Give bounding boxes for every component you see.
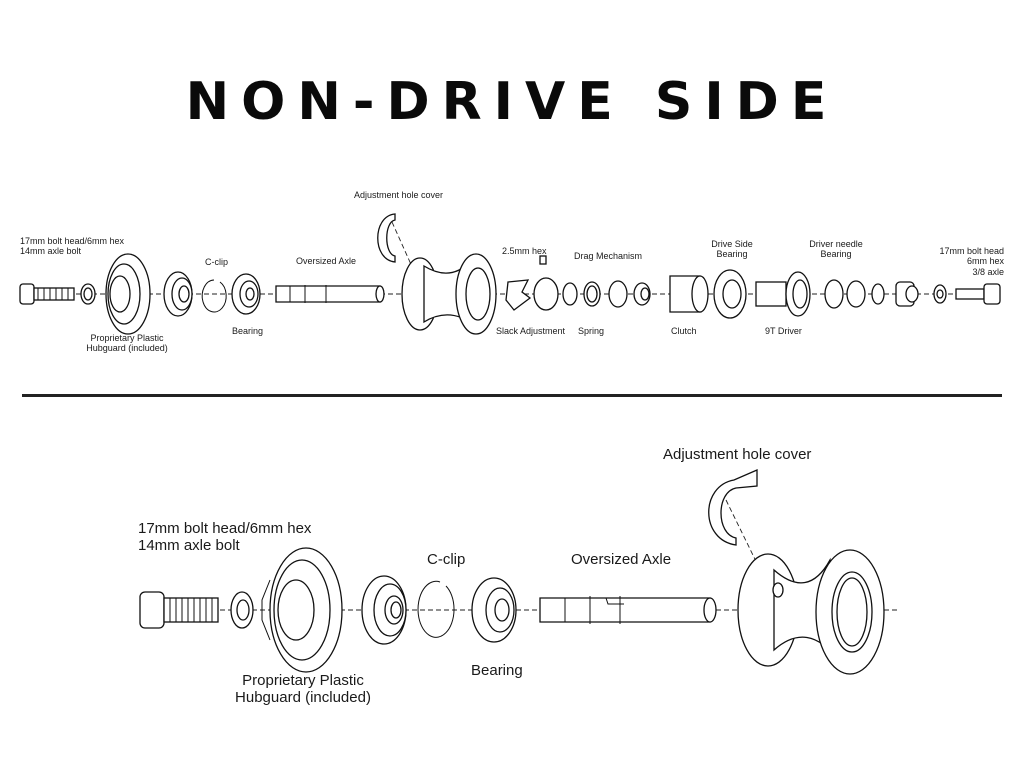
label-line: Proprietary Plastic bbox=[90, 333, 164, 343]
detail-adjustment-cover bbox=[708, 469, 773, 595]
detail-hub-shell bbox=[737, 549, 885, 675]
label-line: 17mm bolt head bbox=[939, 246, 1004, 256]
overview-9t-driver bbox=[755, 271, 811, 317]
overview-label-needle-bearing: Driver needle Bearing bbox=[802, 239, 870, 260]
overview-cclip bbox=[201, 279, 227, 313]
overview-drive-bolt bbox=[955, 283, 1001, 305]
overview-label-hex: 2.5mm hex bbox=[502, 246, 547, 256]
overview-washer-drive bbox=[933, 284, 947, 304]
label-line: Drive Side bbox=[711, 239, 753, 249]
overview-label-drive-bearing: Drive Side Bearing bbox=[700, 239, 764, 260]
overview-diagram bbox=[19, 213, 1001, 335]
detail-hubguard bbox=[261, 547, 343, 673]
detail-axle-bolt bbox=[139, 591, 219, 629]
overview-label-spring: Spring bbox=[578, 326, 605, 336]
overview-label-drive-bolt: 17mm bolt head 6mm hex 3/8 axle bbox=[920, 246, 1004, 277]
label-line: Driver needle bbox=[809, 239, 863, 249]
overview-label-adjustment-cover: Adjustment hole cover bbox=[354, 190, 444, 200]
overview-bearing bbox=[231, 273, 261, 315]
overview-hub-shell bbox=[401, 253, 497, 335]
overview-needle-bearing bbox=[824, 279, 885, 309]
overview-end-cap-drive bbox=[895, 281, 919, 307]
detail-washer bbox=[230, 591, 254, 629]
label-line: 14mm axle bolt bbox=[20, 246, 82, 257]
label-line: Bearing bbox=[820, 249, 852, 260]
label-line: 3/8 axle bbox=[972, 266, 1004, 277]
overview-axle-bolt bbox=[19, 283, 75, 305]
overview-label-hubguard: Proprietary Plastic Hubguard (included) bbox=[84, 333, 170, 354]
overview-drag-parts bbox=[562, 280, 651, 308]
overview-drive-bearing bbox=[713, 269, 747, 319]
overview-washer bbox=[80, 283, 96, 305]
detail-label-cclip: C-clip bbox=[427, 551, 466, 568]
detail-cclip bbox=[417, 580, 455, 638]
label-line: Hubguard (included) bbox=[235, 689, 371, 707]
label-line: Hubguard (included) bbox=[86, 343, 168, 354]
overview-label-drag: Drag Mechanism bbox=[574, 251, 643, 261]
overview-label-clutch: Clutch bbox=[671, 326, 697, 336]
overview-slack-adjustment bbox=[505, 255, 559, 311]
overview-clutch bbox=[669, 275, 709, 313]
detail-label-bearing: Bearing bbox=[471, 662, 523, 679]
overview-label-cclip: C-clip bbox=[205, 257, 229, 267]
detail-label-axle: Oversized Axle bbox=[571, 551, 672, 568]
overview-hubguard bbox=[105, 253, 151, 335]
label-line: Bearing bbox=[716, 249, 748, 260]
label-line: Proprietary Plastic bbox=[242, 672, 364, 689]
detail-label-axle-bolt: 17mm bolt head/6mm hex 14mm axle bolt bbox=[138, 520, 311, 555]
overview-end-cap bbox=[163, 271, 193, 317]
detail-label-adjustment-cover: Adjustment hole cover bbox=[663, 446, 812, 463]
detail-bearing bbox=[471, 577, 517, 643]
detail-label-hubguard: Proprietary Plastic Hubguard (included) bbox=[228, 672, 378, 707]
overview-label-driver: 9T Driver bbox=[765, 326, 802, 336]
detail-end-cap bbox=[361, 575, 407, 645]
overview-label-bearing: Bearing bbox=[232, 326, 264, 336]
overview-label-slack: Slack Adjustment bbox=[496, 326, 566, 336]
label-line: 6mm hex bbox=[966, 256, 1004, 267]
section-divider bbox=[22, 394, 1002, 397]
label-line: 17mm bolt head/6mm hex bbox=[138, 520, 312, 537]
label-line: 14mm axle bolt bbox=[138, 537, 240, 555]
overview-label-axle-bolt: 17mm bolt head/6mm hex 14mm axle bolt bbox=[20, 236, 124, 257]
page-title: NON-DRIVE SIDE bbox=[185, 72, 839, 132]
detail-axle bbox=[539, 596, 717, 624]
label-line: 17mm bolt head/6mm hex bbox=[20, 236, 125, 246]
overview-axle bbox=[275, 285, 385, 303]
overview-label-axle: Oversized Axle bbox=[296, 256, 357, 266]
